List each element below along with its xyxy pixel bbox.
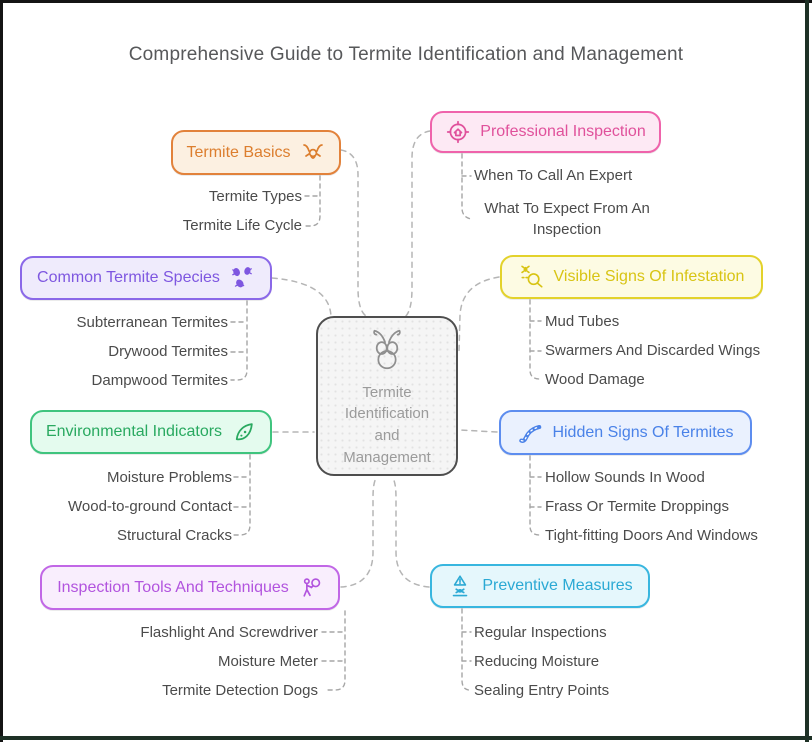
central-topic-node: Termite Identification and Management (316, 316, 458, 476)
frame-border-bottom (0, 736, 812, 740)
branch-label: Termite Basics (186, 143, 291, 161)
branch-label: Environmental Indicators (45, 423, 223, 440)
branch-items-hidden-signs: Hollow Sounds In Wood Frass Or Termite D… (545, 463, 805, 550)
worm-icon (517, 420, 543, 446)
link-visible-signs (458, 276, 500, 353)
branch-items-termite-basics: Termite Types Termite Life Cycle (40, 182, 302, 240)
branch-label: Inspection Tools And Techniques (57, 578, 289, 596)
branch-item: Moisture Meter (217, 653, 318, 670)
termite-head-icon (300, 141, 326, 165)
branch-item: What To Expect From An Inspection (484, 200, 650, 238)
branch-preventive-measures: Preventive Measures (430, 564, 650, 608)
bug-magnifier-icon (519, 264, 545, 290)
branch-item: Hollow Sounds In Wood (545, 469, 705, 486)
branch-termite-basics: Termite Basics (171, 130, 341, 175)
branch-item: Termite Detection Dogs (162, 682, 318, 699)
branch-label: Professional Inspection (480, 123, 646, 140)
branch-item: Swarmers And Discarded Wings (545, 342, 761, 359)
branch-item: Frass Or Termite Droppings (545, 498, 729, 515)
link-hidden-signs (459, 429, 498, 433)
branch-label: Visible Signs Of Infestation (553, 268, 745, 285)
link-preventive-measures (391, 476, 430, 588)
branch-item: Tight-fitting Doors And Windows (545, 527, 758, 544)
branch-items-inspection-tools: Flashlight And Screwdriver Moisture Mete… (0, 618, 318, 705)
branch-label: Hidden Signs Of Termites (552, 423, 734, 441)
branch-item: When To Call An Expert (474, 167, 633, 184)
link-inspection-tools (340, 476, 378, 588)
warning-bug-icon (447, 573, 473, 599)
central-topic-label: Termite Identification and Management (343, 383, 431, 466)
branch-common-termite-species: Common Termite Species (20, 256, 272, 300)
branch-professional-inspection: Professional Inspection (430, 111, 661, 153)
house-target-icon (445, 119, 471, 145)
frame-border-left (0, 0, 3, 742)
branch-item: Sealing Entry Points (474, 682, 610, 699)
branch-label: Common Termite Species (37, 269, 220, 286)
branch-items-professional-inspection: When To Call An Expert What To Expect Fr… (474, 162, 694, 240)
frame-border-right (805, 0, 809, 742)
branch-label: Preventive Measures (482, 577, 633, 594)
inspector-magnifier-icon (298, 575, 323, 600)
branch-item: Structural Cracks (116, 527, 232, 544)
branch-items-common-termite-species: Subterranean Termites Drywood Termites D… (0, 308, 228, 395)
link-termite-basics (340, 149, 367, 317)
branch-item: Dampwood Termites (91, 372, 228, 389)
branch-items-environmental-indicators: Moisture Problems Wood-to-ground Contact… (0, 463, 232, 550)
branch-hidden-signs-of-termites: Hidden Signs Of Termites (499, 410, 752, 455)
link-professional-inspection (405, 130, 431, 317)
termite-group-icon (229, 265, 255, 291)
branch-item: Drywood Termites (108, 343, 228, 360)
leaf-icon (231, 420, 256, 445)
branch-item: Wood Damage (545, 371, 645, 388)
branch-item: Moisture Problems (106, 469, 232, 486)
branch-visible-signs-of-infestation: Visible Signs Of Infestation (500, 255, 763, 299)
branch-item: Flashlight And Screwdriver (140, 624, 318, 641)
branch-item: Wood-to-ground Contact (68, 498, 232, 515)
branch-inspection-tools-and-techniques: Inspection Tools And Techniques (40, 565, 340, 610)
branch-item: Termite Types (208, 188, 302, 205)
branch-item: Subterranean Termites (76, 314, 228, 331)
branch-item: Regular Inspections (474, 624, 607, 641)
frame-border-top (0, 0, 812, 3)
branch-items-visible-signs: Mud Tubes Swarmers And Discarded Wings W… (545, 307, 795, 394)
branch-item: Mud Tubes (545, 313, 620, 330)
branch-items-preventive-measures: Regular Inspections Reducing Moisture Se… (474, 618, 694, 705)
branch-item: Termite Life Cycle (182, 217, 302, 234)
page-title: Comprehensive Guide to Termite Identific… (128, 44, 684, 65)
branch-item: Reducing Moisture (474, 653, 600, 670)
branch-environmental-indicators: Environmental Indicators (30, 410, 272, 454)
termite-outline-icon (360, 324, 414, 376)
